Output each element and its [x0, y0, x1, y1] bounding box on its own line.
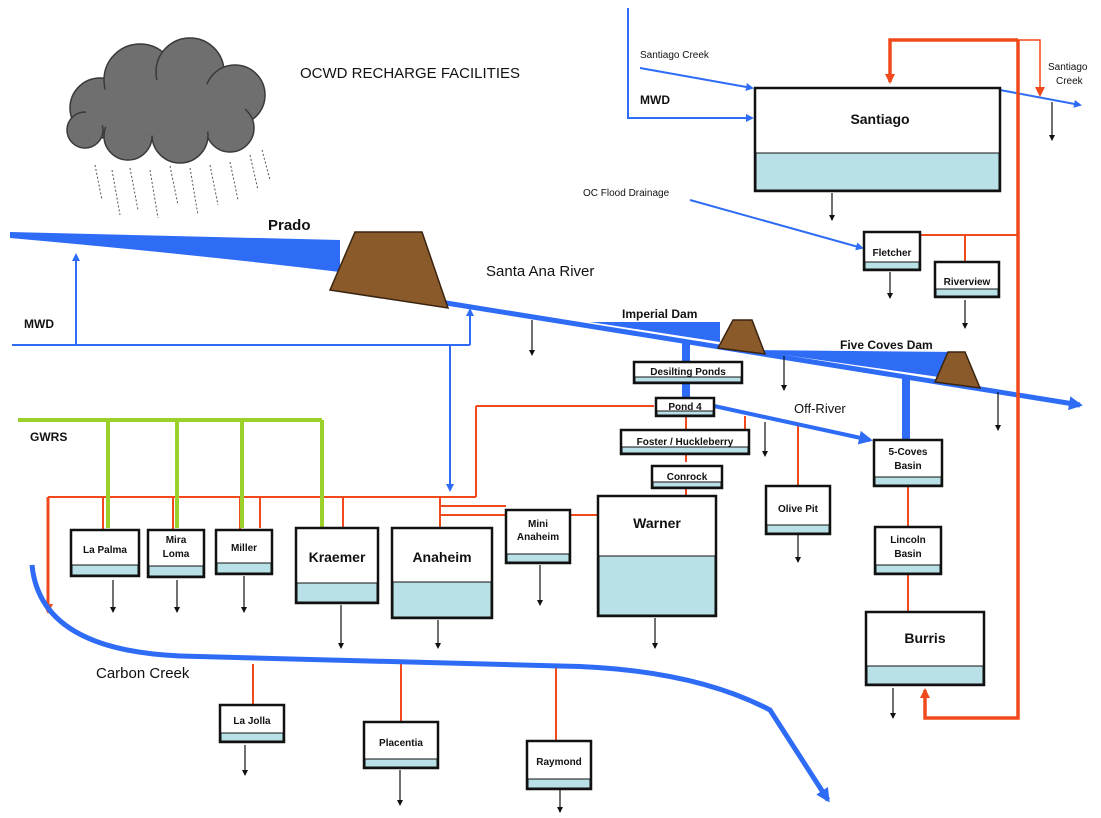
label-mwd-left: MWD: [24, 317, 54, 331]
svg-text:Santiago: Santiago: [850, 111, 909, 127]
svg-text:La Palma: La Palma: [83, 545, 127, 556]
svg-text:Burris: Burris: [904, 630, 945, 646]
svg-text:Conrock: Conrock: [667, 472, 708, 483]
facility-anaheim: Anaheim: [390, 526, 494, 620]
label-five-coves-dam: Five Coves Dam: [840, 338, 933, 352]
facility-burris: Burris: [864, 610, 986, 687]
svg-text:Foster / Huckleberry: Foster / Huckleberry: [637, 437, 734, 448]
svg-text:5-Coves: 5-Coves: [889, 447, 928, 458]
facility-5-coves-basin: 5-Coves Basin: [872, 438, 944, 488]
facility-santiago: Santiago: [753, 86, 1002, 193]
svg-text:La Jolla: La Jolla: [233, 716, 271, 727]
label-santiago-creek-out-1: Santiago: [1048, 62, 1088, 73]
svg-text:Loma: Loma: [163, 549, 190, 560]
prado-dam-icon: [328, 231, 450, 309]
svg-text:Lincoln: Lincoln: [890, 535, 926, 546]
rain-icon: [94, 149, 271, 219]
svg-text:Raymond: Raymond: [536, 757, 582, 768]
facility-conrock: Conrock: [650, 464, 724, 490]
svg-text:Miller: Miller: [231, 543, 257, 554]
label-santiago-creek-out-2: Creek: [1056, 76, 1084, 87]
label-santiago-creek-in: Santiago Creek: [640, 50, 710, 61]
svg-text:Riverview: Riverview: [944, 277, 991, 288]
facility-mira-loma: Mira Loma: [146, 528, 206, 579]
svg-text:Fletcher: Fletcher: [873, 248, 912, 259]
svg-text:Olive Pit: Olive Pit: [778, 504, 819, 515]
svg-text:Placentia: Placentia: [379, 738, 423, 749]
label-prado: Prado: [268, 217, 311, 234]
facility-lincoln-basin: Lincoln Basin: [873, 525, 943, 576]
carbon-creek: [29, 564, 831, 803]
facility-la-palma: La Palma: [69, 528, 141, 578]
svg-text:Anaheim: Anaheim: [517, 532, 559, 543]
storm-cloud-icon: [66, 37, 266, 164]
svg-text:Pond 4: Pond 4: [668, 402, 702, 413]
facility-miller: Miller: [214, 528, 274, 576]
label-santa-ana-river: Santa Ana River: [486, 263, 594, 280]
facility-placentia: Placentia: [362, 720, 440, 770]
facility-la-jolla: La Jolla: [218, 703, 286, 744]
facility-raymond: Raymond: [525, 739, 593, 791]
facility-desilting-ponds: Desilting Ponds: [632, 360, 744, 385]
svg-text:Basin: Basin: [894, 549, 921, 560]
svg-text:Warner: Warner: [633, 515, 681, 531]
svg-text:Anaheim: Anaheim: [412, 549, 471, 565]
facility-foster-huckleberry: Foster / Huckleberry: [619, 428, 751, 456]
facility-olive-pit: Olive Pit: [764, 484, 832, 536]
facility-mini-anaheim: Mini Anaheim: [504, 508, 572, 565]
svg-text:Mini: Mini: [528, 519, 548, 530]
label-imperial-dam: Imperial Dam: [622, 307, 697, 321]
facility-warner: Warner: [596, 494, 718, 618]
label-off-river: Off-River: [794, 401, 846, 416]
facility-kraemer: Kraemer: [294, 526, 380, 605]
diagram-title: OCWD RECHARGE FACILITIES: [300, 65, 520, 82]
label-oc-flood-drainage: OC Flood Drainage: [583, 188, 670, 199]
facility-pond4: Pond 4: [654, 396, 716, 418]
svg-text:Mira: Mira: [166, 535, 187, 546]
facility-riverview: Riverview: [933, 260, 1001, 299]
five-coves-dam-icon: [933, 351, 982, 389]
label-mwd-top: MWD: [640, 93, 670, 107]
svg-text:Desilting Ponds: Desilting Ponds: [650, 367, 726, 378]
label-carbon-creek: Carbon Creek: [96, 665, 190, 682]
imperial-dam-icon: [716, 319, 767, 355]
label-gwrs: GWRS: [30, 430, 67, 444]
facility-fletcher: Fletcher: [862, 230, 922, 272]
svg-text:Kraemer: Kraemer: [309, 549, 366, 565]
svg-text:Basin: Basin: [894, 461, 921, 472]
santa-ana-river: [10, 232, 340, 272]
